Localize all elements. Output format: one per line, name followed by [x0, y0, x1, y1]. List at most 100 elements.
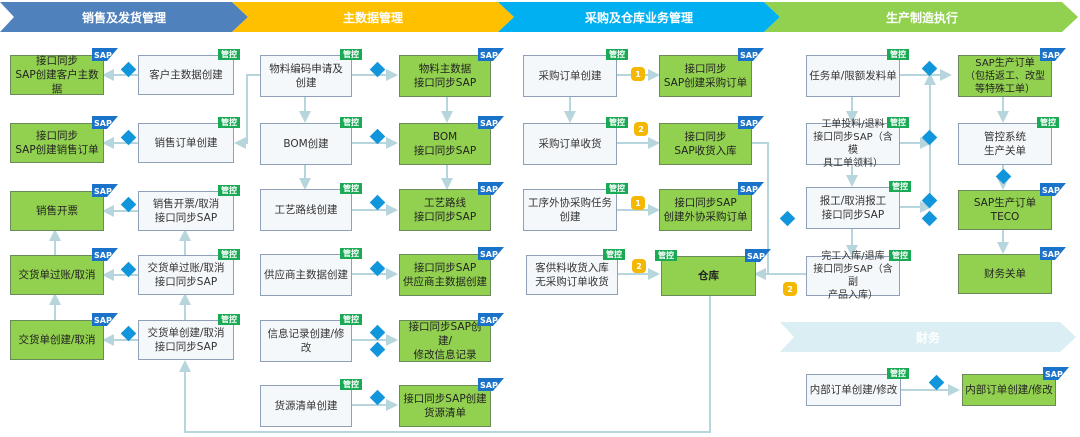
- finance-close[interactable]: 财务关单: [958, 254, 1052, 294]
- header-production-label: 生产制造执行: [885, 10, 958, 25]
- sap-logo-icon: SAP: [92, 311, 118, 326]
- svg-text:SAP: SAP: [1042, 250, 1060, 259]
- sap-logo-icon: SAP: [738, 180, 764, 195]
- header-purchase-label: 采购及仓库业务管理: [584, 10, 693, 25]
- header-finance-label: 财务: [915, 330, 940, 345]
- sap-delivery-create[interactable]: 交货单创建/取消: [10, 320, 104, 360]
- sap-sales-invoice[interactable]: 销售开票: [10, 191, 104, 231]
- control-badge: 管控: [340, 314, 362, 325]
- control-badge: 管控: [889, 250, 911, 261]
- sap-create-purchase-order[interactable]: 接口同步 SAP创建采购订单: [659, 55, 752, 97]
- routing-create[interactable]: 工艺路线创建: [260, 189, 352, 231]
- report-work-sync[interactable]: 报工/取消报工 接口同步SAP: [806, 187, 900, 229]
- subcontract-task-create[interactable]: 工序外协采购任务 创建: [523, 189, 617, 231]
- chevron-shape: [0, 2, 248, 32]
- sap-logo-icon: SAP: [92, 114, 118, 129]
- control-badge: 管控: [340, 117, 362, 128]
- control-badge: 管控: [1037, 117, 1059, 128]
- svg-text:SAP: SAP: [94, 51, 112, 60]
- svg-text:SAP: SAP: [740, 51, 758, 60]
- sales-invoice-sync[interactable]: 销售开票/取消 接口同步SAP: [138, 191, 234, 231]
- svg-text:SAP: SAP: [740, 185, 758, 194]
- bom-create[interactable]: BOM创建: [260, 123, 352, 165]
- sap-logo-icon: SAP: [745, 247, 771, 262]
- step-number: 2: [632, 259, 646, 273]
- svg-text:SAP: SAP: [740, 119, 758, 128]
- header-production: 生产制造执行: [764, 2, 1080, 32]
- delivery-create-sync[interactable]: 交货单创建/取消 接口同步SAP: [138, 320, 234, 360]
- sales-order-create[interactable]: 销售订单创建: [138, 123, 234, 163]
- step-number: 1: [631, 196, 645, 210]
- purchase-order-receipt[interactable]: 采购订单收货: [523, 123, 617, 165]
- sap-logo-icon: SAP: [1040, 181, 1066, 196]
- sap-routing-sync[interactable]: 工艺路线 接口同步SAP: [399, 189, 491, 231]
- svg-text:SAP: SAP: [94, 119, 112, 128]
- control-badge: 管控: [887, 117, 909, 128]
- svg-text:SAP: SAP: [1042, 51, 1060, 60]
- sap-info-record-sync[interactable]: 接口同步SAP创建/ 修改信息记录: [399, 320, 491, 362]
- sap-bom-sync[interactable]: BOM 接口同步SAP: [399, 123, 491, 165]
- control-badge: 管控: [603, 249, 625, 260]
- chevron-shape: [232, 2, 514, 32]
- sap-production-order-teco[interactable]: SAP生产订单TECO: [958, 190, 1052, 230]
- control-badge: 管控: [218, 49, 240, 60]
- control-badge: 管控: [655, 250, 677, 261]
- control-badge: 管控: [218, 314, 240, 325]
- sap-production-order[interactable]: SAP生产订单 （包括返工、改型 等特殊工单）: [958, 55, 1052, 97]
- info-record-create[interactable]: 信息记录创建/修改: [260, 320, 352, 362]
- control-badge: 管控: [887, 49, 909, 60]
- sap-logo-icon: SAP: [478, 114, 504, 129]
- delivery-posting-sync[interactable]: 交货单过账/取消 接口同步SAP: [138, 255, 234, 295]
- svg-text:SAP: SAP: [480, 316, 498, 325]
- sap-logo-icon: SAP: [1040, 245, 1066, 260]
- chevron-shape: [764, 2, 1078, 32]
- header-sales: 销售及发货管理: [0, 2, 248, 32]
- control-badge: 管控: [340, 49, 362, 60]
- svg-text:SAP: SAP: [94, 316, 112, 325]
- completion-receipt-sync[interactable]: 完工入库/退库 接口同步SAP（含副 产品入库）: [806, 251, 900, 301]
- sap-internal-order-create[interactable]: 内部订单创建/修改: [962, 374, 1056, 406]
- sap-create-customer-master[interactable]: 接口同步 SAP创建客户主数据: [10, 55, 104, 95]
- control-badge: 管控: [887, 368, 909, 379]
- control-badge: 管控: [218, 249, 240, 260]
- control-badge: 管控: [606, 117, 628, 128]
- control-badge: 管控: [889, 181, 911, 192]
- svg-text:SAP: SAP: [480, 381, 498, 390]
- step-number: 2: [634, 122, 648, 136]
- customer-supply-receipt[interactable]: 客供料收货入库 无采购订单收货: [526, 255, 618, 295]
- control-badge: 管控: [340, 183, 362, 194]
- control-badge: 管控: [340, 248, 362, 259]
- task-order-issue[interactable]: 任务单/限额发料单: [806, 55, 900, 97]
- sap-logo-icon: SAP: [1043, 365, 1069, 380]
- sap-create-sales-order[interactable]: 接口同步 SAP创建销售订单: [10, 123, 104, 163]
- customer-master-create[interactable]: 客户主数据创建: [138, 55, 234, 95]
- sap-create-subcontract-po[interactable]: 接口同步SAP 创建外协采购订单: [659, 189, 752, 231]
- sap-logo-icon: SAP: [478, 46, 504, 61]
- step-number: 2: [783, 282, 797, 296]
- control-badge: 管控: [218, 185, 240, 196]
- vendor-master-create[interactable]: 供应商主数据创建: [260, 254, 352, 296]
- material-code-create[interactable]: 物料编码申请及 创建: [260, 55, 352, 97]
- svg-text:SAP: SAP: [480, 185, 498, 194]
- header-finance: 财务: [780, 322, 1076, 352]
- sap-material-master-sync[interactable]: 物料主数据 接口同步SAP: [399, 55, 491, 97]
- sap-vendor-master-sync[interactable]: 接口同步SAP 供应商主数据创建: [399, 254, 491, 296]
- source-list-create[interactable]: 货源清单创建: [260, 385, 352, 427]
- sap-logo-icon: SAP: [738, 46, 764, 61]
- sap-delivery-posting[interactable]: 交货单过账/取消: [10, 255, 104, 295]
- control-badge: 管控: [340, 379, 362, 390]
- sap-logo-icon: SAP: [1040, 46, 1066, 61]
- svg-text:SAP: SAP: [94, 251, 112, 260]
- internal-order-create[interactable]: 内部订单创建/修改: [806, 374, 901, 406]
- purchase-order-create[interactable]: 采购订单创建: [523, 55, 617, 97]
- sap-source-list-sync[interactable]: 接口同步SAP创建 货源清单: [399, 385, 491, 427]
- work-order-material-sync[interactable]: 工单投料/退料 接口同步SAP（含模 具工单领料）: [806, 119, 900, 169]
- header-master-label: 主数据管理: [342, 10, 403, 25]
- sap-goods-receipt[interactable]: 接口同步 SAP收货入库: [659, 123, 752, 165]
- control-badge: 管控: [218, 117, 240, 128]
- sap-logo-icon: SAP: [478, 311, 504, 326]
- svg-text:SAP: SAP: [480, 250, 498, 259]
- chevron-shape: [780, 322, 1076, 352]
- production-close[interactable]: 管控系统 生产关单: [958, 123, 1052, 165]
- warehouse[interactable]: 仓库: [661, 256, 756, 296]
